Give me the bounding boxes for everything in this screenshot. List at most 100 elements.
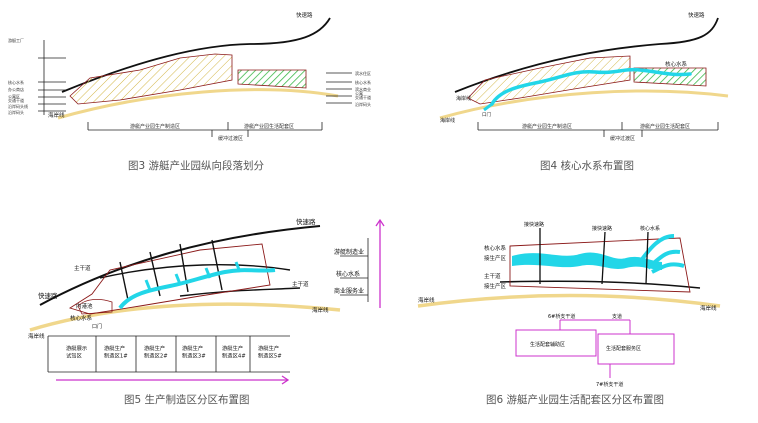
fig4-zone-left: 游艇产业园生产制造区 [522,123,572,130]
fig5-industry-2: 商业服务业 [334,287,364,295]
figure-4: 快速路 核心水系 海岸线 口门 海岸线 游艇产业园生产制造区 游艇产业园生活配套… [439,11,729,142]
fig5-inner-harbor: 内港池 [76,302,93,310]
fig3-legend-l-5: 沿岸码头线 [8,103,28,109]
fig5-zone-2: 游艇生产制造区2# [144,344,168,359]
coastline [417,293,721,308]
fig3-zone-right: 游艇产业园生活配套区 [244,123,294,130]
fig6-living-main: 生活配套服务区 [606,345,641,352]
water-comb [144,261,242,291]
fig5-main-road: 主干道 [74,264,91,272]
right-legend [326,72,352,104]
fig6-core-water-left: 核心水系 [484,244,507,252]
fig6-production-zone: 接生产区 [484,254,507,262]
fig3-legend-r-3: 公寓 [355,90,363,96]
fig3-expressway-label: 快速路 [296,11,313,19]
expressway-road [454,17,719,93]
fig5-industry-0: 游艇制造业 [334,248,364,256]
fig4-expressway-label: 快速路 [688,11,705,19]
fig5-zone-1: 游艇生产制造区1# [104,344,128,359]
fig6-main-road: 主干道 [484,272,501,280]
core-water-channel [490,67,692,106]
fig6-branch: 支道 [612,313,622,320]
coastline [29,302,341,332]
fig3-legend-l-6: 沿岸码头 [8,109,24,115]
fig4-coastline-top: 海岸线 [456,95,471,102]
fig6-living-aux: 生活配套辅助区 [530,341,565,348]
fig6-expressway-2: 接快速路 [592,225,612,232]
living-zone-diagram [515,319,675,378]
fig5-expressway-left: 快速路 [38,291,58,300]
fig4-zone-right: 游艇产业园生活配套区 [640,123,690,130]
fig4-gate: 口门 [482,111,491,118]
fig3-legend-r-5: 沿岸码头 [355,101,371,107]
production-zone-area [69,53,233,105]
fig3-legend-l-1: 核心水系 [8,79,24,85]
zone-label-line: 制造区4# [222,351,246,359]
fig3-legend-r-2: 滨水商业 [355,86,371,92]
living-zone-outline [509,237,691,293]
fig6-production-zone2: 接生产区 [484,282,507,290]
inner-harbor [77,298,113,315]
fig6-branch-bottom: 7#桥支干道 [596,381,623,388]
fig4-transition: 缓冲过渡区 [610,135,635,142]
fig5-industry-1: 核心水系 [336,270,360,278]
fig4-core-water: 核心水系 [665,60,688,68]
fig6-coastline-right: 海岸线 [700,304,717,312]
fig5-expressway-top: 快速路 [296,217,316,226]
production-outline [68,243,271,315]
fig6-core-water-top: 核心水系 [640,225,660,232]
main-road [99,264,291,279]
axis-arrows [56,218,385,385]
main-road-right [179,287,301,297]
fig3-legend-l-3: 公寓区 [8,93,20,99]
zones-row [47,335,290,373]
fig6-branch-top: 6#桥支干道 [548,313,575,320]
zone-bracket [477,122,719,137]
coastline [57,88,339,120]
zone-label-line: 游艇生产 [104,344,125,352]
left-legend [38,40,66,115]
zone-label-line: 游艇生产 [182,344,203,352]
fig5-gate: 口门 [92,323,102,330]
fig5-main-road-right: 主干道 [292,280,309,288]
fig5-zone-5: 游艇生产制造区5# [258,344,282,359]
zone-label-line: 制造区2# [144,351,168,359]
fig5-caption: 图5 生产制造区分区布置图 [124,394,250,406]
fig6-coastline: 海岸线 [418,296,435,304]
fig3-transition: 缓冲过渡区 [218,135,243,142]
fig5-zone-4: 游艇生产制造区4# [222,344,246,359]
fig3-legend-r-1: 核心水系 [355,79,371,85]
zone-label-line: 制造区3# [182,351,206,359]
fig3-legend-l-0: 游艇工厂 [8,37,24,43]
fig5-coastline-left: 海岸线 [28,332,45,340]
zone-label-line: 游艇展示 [66,344,87,352]
zone-bracket [87,122,323,137]
fig6-caption: 图6 游艇产业园生活配套区分区布置图 [486,394,665,406]
roads [539,228,649,285]
fig3-legend-l-4: 交通干道 [8,97,24,103]
main-road [499,280,701,289]
fig5-zone-3: 游艇生产制造区3# [182,344,206,359]
core-water-channel [118,268,276,310]
zone-label-line: 制造区1# [104,351,128,359]
fig3-coastline-label: 海岸线 [48,111,65,119]
core-water-body [512,252,662,270]
fig3-zone-left: 游艇产业园生产制造区 [130,123,180,130]
zone-label-line: 游艇生产 [222,344,243,352]
water-fingers [638,234,685,274]
fig3-legend-r-4: 交通干道 [355,94,371,100]
fig4-caption: 图4 核心水系布置图 [540,160,635,172]
fig6-expressway-1: 接快速路 [524,221,544,228]
fig5-core-water: 核心水系 [70,314,93,322]
fig5-zone-0: 游艇展示试驾区 [66,344,87,359]
fig4-coastline-bottom: 海岸线 [440,117,455,124]
zone-label-line: 试驾区 [66,351,83,359]
industry-bracket [340,238,369,302]
fig3-legend-r-0: 滨水住区 [355,70,371,76]
zone-label-line: 制造区5# [258,351,282,359]
expressway-road [39,225,321,306]
expressway-road [61,17,331,93]
fig3-legend-l-2: 办公商店 [8,86,24,92]
